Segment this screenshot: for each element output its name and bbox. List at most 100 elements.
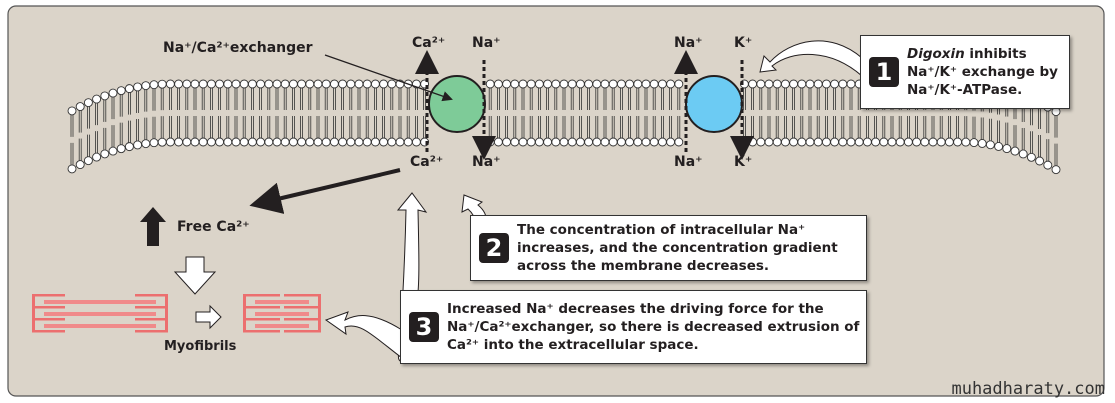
lipid-head [67, 106, 77, 116]
thin-filament [32, 306, 65, 309]
lipid-head [780, 137, 790, 147]
lipid-head [830, 79, 840, 89]
lipid-head [174, 79, 184, 89]
lipid-head [616, 79, 626, 89]
lipid-head [370, 137, 380, 147]
lipid-head [969, 138, 979, 148]
z-line [318, 294, 321, 332]
lipid-head [215, 137, 225, 147]
lipid-head [485, 79, 495, 89]
lipid-head [551, 137, 561, 147]
lipid-head [198, 137, 208, 147]
lipid-head [526, 79, 536, 89]
callout-3: 3 Increased Na⁺ decreases the driving fo… [400, 290, 867, 364]
lipid-head [264, 79, 274, 89]
lipid-head [895, 137, 905, 147]
lipid-head [272, 137, 282, 147]
lipid-head [625, 137, 635, 147]
lipid-head [215, 79, 225, 89]
lipid-head [354, 137, 364, 147]
lipid-head [764, 79, 774, 89]
thick-filament [255, 300, 309, 304]
lipid-head [264, 137, 274, 147]
lipid-head [641, 137, 651, 147]
lipid-head [526, 137, 536, 147]
lipid-head [116, 86, 126, 96]
lipid-head [141, 139, 151, 149]
lipid-head [854, 137, 864, 147]
lipid-head [928, 137, 938, 147]
lipid-head [510, 79, 520, 89]
thin-filament [284, 318, 321, 321]
lipid-head [149, 138, 159, 148]
lipid-head [206, 79, 216, 89]
lipid-head [288, 79, 298, 89]
lipid-head [157, 137, 167, 147]
ca-top-label: Ca²⁺ [412, 35, 446, 51]
lipid-head [149, 80, 159, 90]
lipid-head [124, 84, 134, 94]
lipid-head [805, 79, 815, 89]
lipid-head [748, 137, 758, 147]
lipid-head [625, 79, 635, 89]
lipid-head [838, 137, 848, 147]
lipid-head [75, 102, 85, 112]
lipid-head [600, 137, 610, 147]
lipid-head [797, 79, 807, 89]
lipid-head [305, 137, 315, 147]
thin-filament [243, 294, 280, 297]
lipid-head [313, 137, 323, 147]
lipid-head [961, 137, 971, 147]
thick-filament [255, 312, 309, 316]
lipid-head [321, 79, 331, 89]
lipid-head [256, 137, 266, 147]
lipid-head [534, 79, 544, 89]
lipid-head [92, 152, 102, 162]
lipid-head [338, 79, 348, 89]
lipid-head [567, 79, 577, 89]
lipid-head [633, 79, 643, 89]
lipid-head [592, 137, 602, 147]
lipid-head [953, 137, 963, 147]
lipid-head [912, 137, 922, 147]
lipid-head [329, 137, 339, 147]
na-pump-top-label: Na⁺ [674, 35, 703, 51]
lipid-head [920, 137, 930, 147]
lipid-head [174, 137, 184, 147]
lipid-head [780, 79, 790, 89]
lipid-head [157, 79, 167, 89]
callout-3-number: 3 [409, 312, 439, 342]
lipid-head [502, 79, 512, 89]
lipid-head [559, 79, 569, 89]
callout-3-text: Increased Na⁺ decreases the driving forc… [447, 301, 860, 353]
lipid-head [543, 137, 553, 147]
lipid-head [534, 137, 544, 147]
lipid-head [616, 137, 626, 147]
lipid-head [985, 140, 995, 150]
increase-arrow-icon [140, 207, 166, 246]
lipid-head [871, 137, 881, 147]
thin-filament [284, 294, 321, 297]
callout-1-text: inhibits Na⁺/K⁺ exchange by Na⁺/K⁺-ATPas… [907, 46, 1058, 98]
lipid-head [133, 82, 143, 92]
lipid-head [518, 79, 528, 89]
lipid-head [108, 146, 118, 156]
watermark: muhadharaty.com [951, 379, 1105, 399]
lipid-head [608, 137, 618, 147]
lipid-head [821, 137, 831, 147]
lipid-head [633, 137, 643, 147]
lipid-head [1002, 144, 1012, 154]
lipid-head [502, 137, 512, 147]
lipid-head [297, 137, 307, 147]
lipid-head [272, 79, 282, 89]
contracted-myofibril [243, 294, 321, 333]
myofibrils-label: Myofibrils [164, 339, 237, 354]
thin-filament [284, 306, 321, 309]
thin-filament [135, 330, 168, 333]
lipid-head [887, 137, 897, 147]
lipid-head [805, 137, 815, 147]
lipid-head [305, 79, 315, 89]
thin-filament [32, 330, 65, 333]
free-calcium-label: Free Ca²⁺ [177, 219, 250, 235]
lipid-head [321, 137, 331, 147]
